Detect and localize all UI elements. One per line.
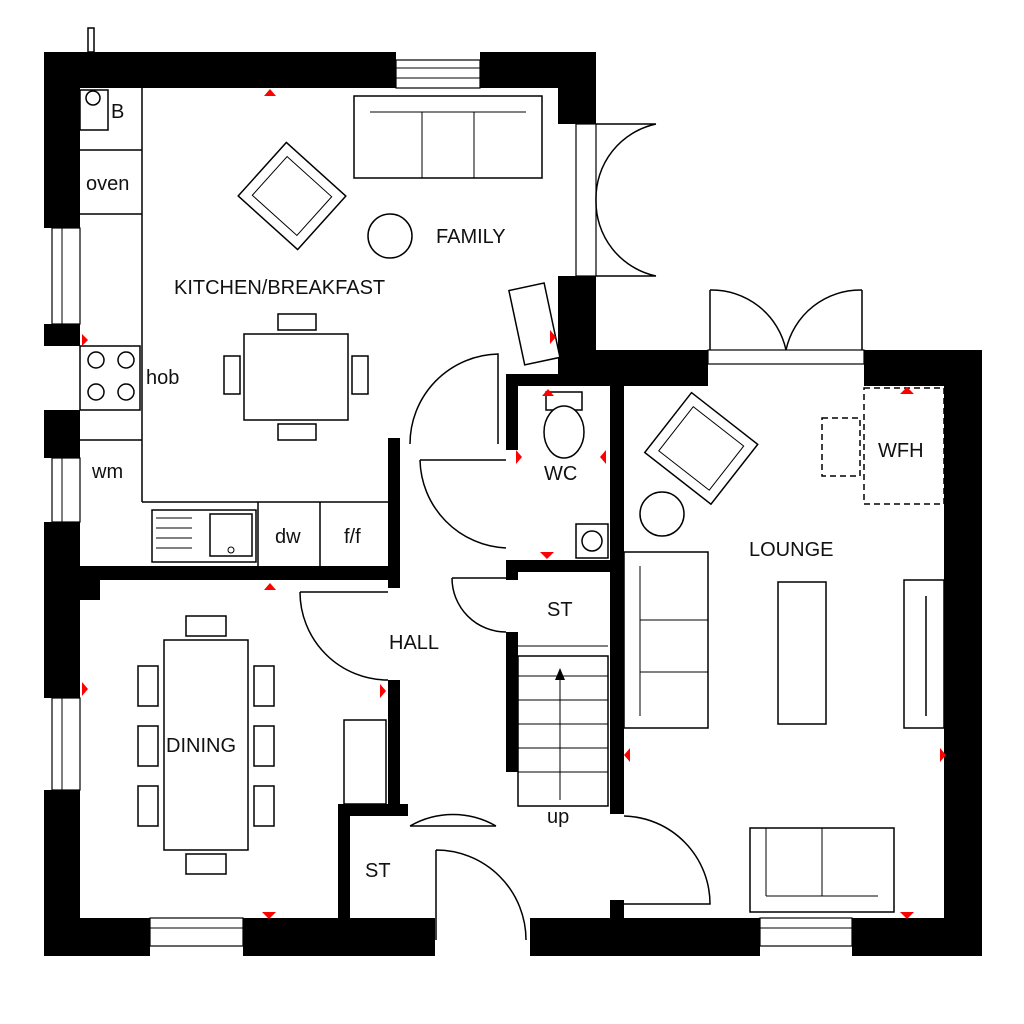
store-upper-label: ST	[547, 599, 573, 621]
family-furniture	[223, 95, 561, 441]
dishwasher-label: dw	[275, 526, 301, 548]
red-markers	[82, 89, 946, 919]
kitchen-units	[79, 27, 388, 566]
family-label: FAMILY	[436, 226, 506, 248]
stairs	[517, 645, 609, 807]
stairs-up-label: up	[547, 806, 569, 828]
windows	[51, 59, 865, 947]
french-doors-lounge	[709, 289, 863, 351]
walls	[44, 52, 982, 956]
drainer-grooves	[156, 517, 192, 549]
washing-machine-label: wm	[91, 461, 123, 483]
oven-label: oven	[86, 173, 129, 195]
hob-label: hob	[146, 367, 179, 389]
dining-furniture	[137, 615, 275, 875]
lounge-furniture	[623, 387, 945, 913]
fridge-freezer-label: f/f	[344, 526, 361, 548]
store-lower-label: ST	[365, 860, 391, 882]
boiler-label: B	[111, 101, 124, 123]
wc-fixtures	[543, 391, 609, 559]
lounge-label: LOUNGE	[749, 539, 833, 561]
hall-label: HALL	[389, 632, 439, 654]
french-doors-family	[575, 123, 657, 277]
doors	[299, 353, 711, 941]
dining-label: DINING	[166, 735, 236, 757]
wfh-label: WFH	[878, 440, 924, 462]
wc-label: WC	[544, 463, 577, 485]
hall-furniture	[343, 719, 387, 805]
kitchen-label: KITCHEN/BREAKFAST	[174, 277, 385, 299]
